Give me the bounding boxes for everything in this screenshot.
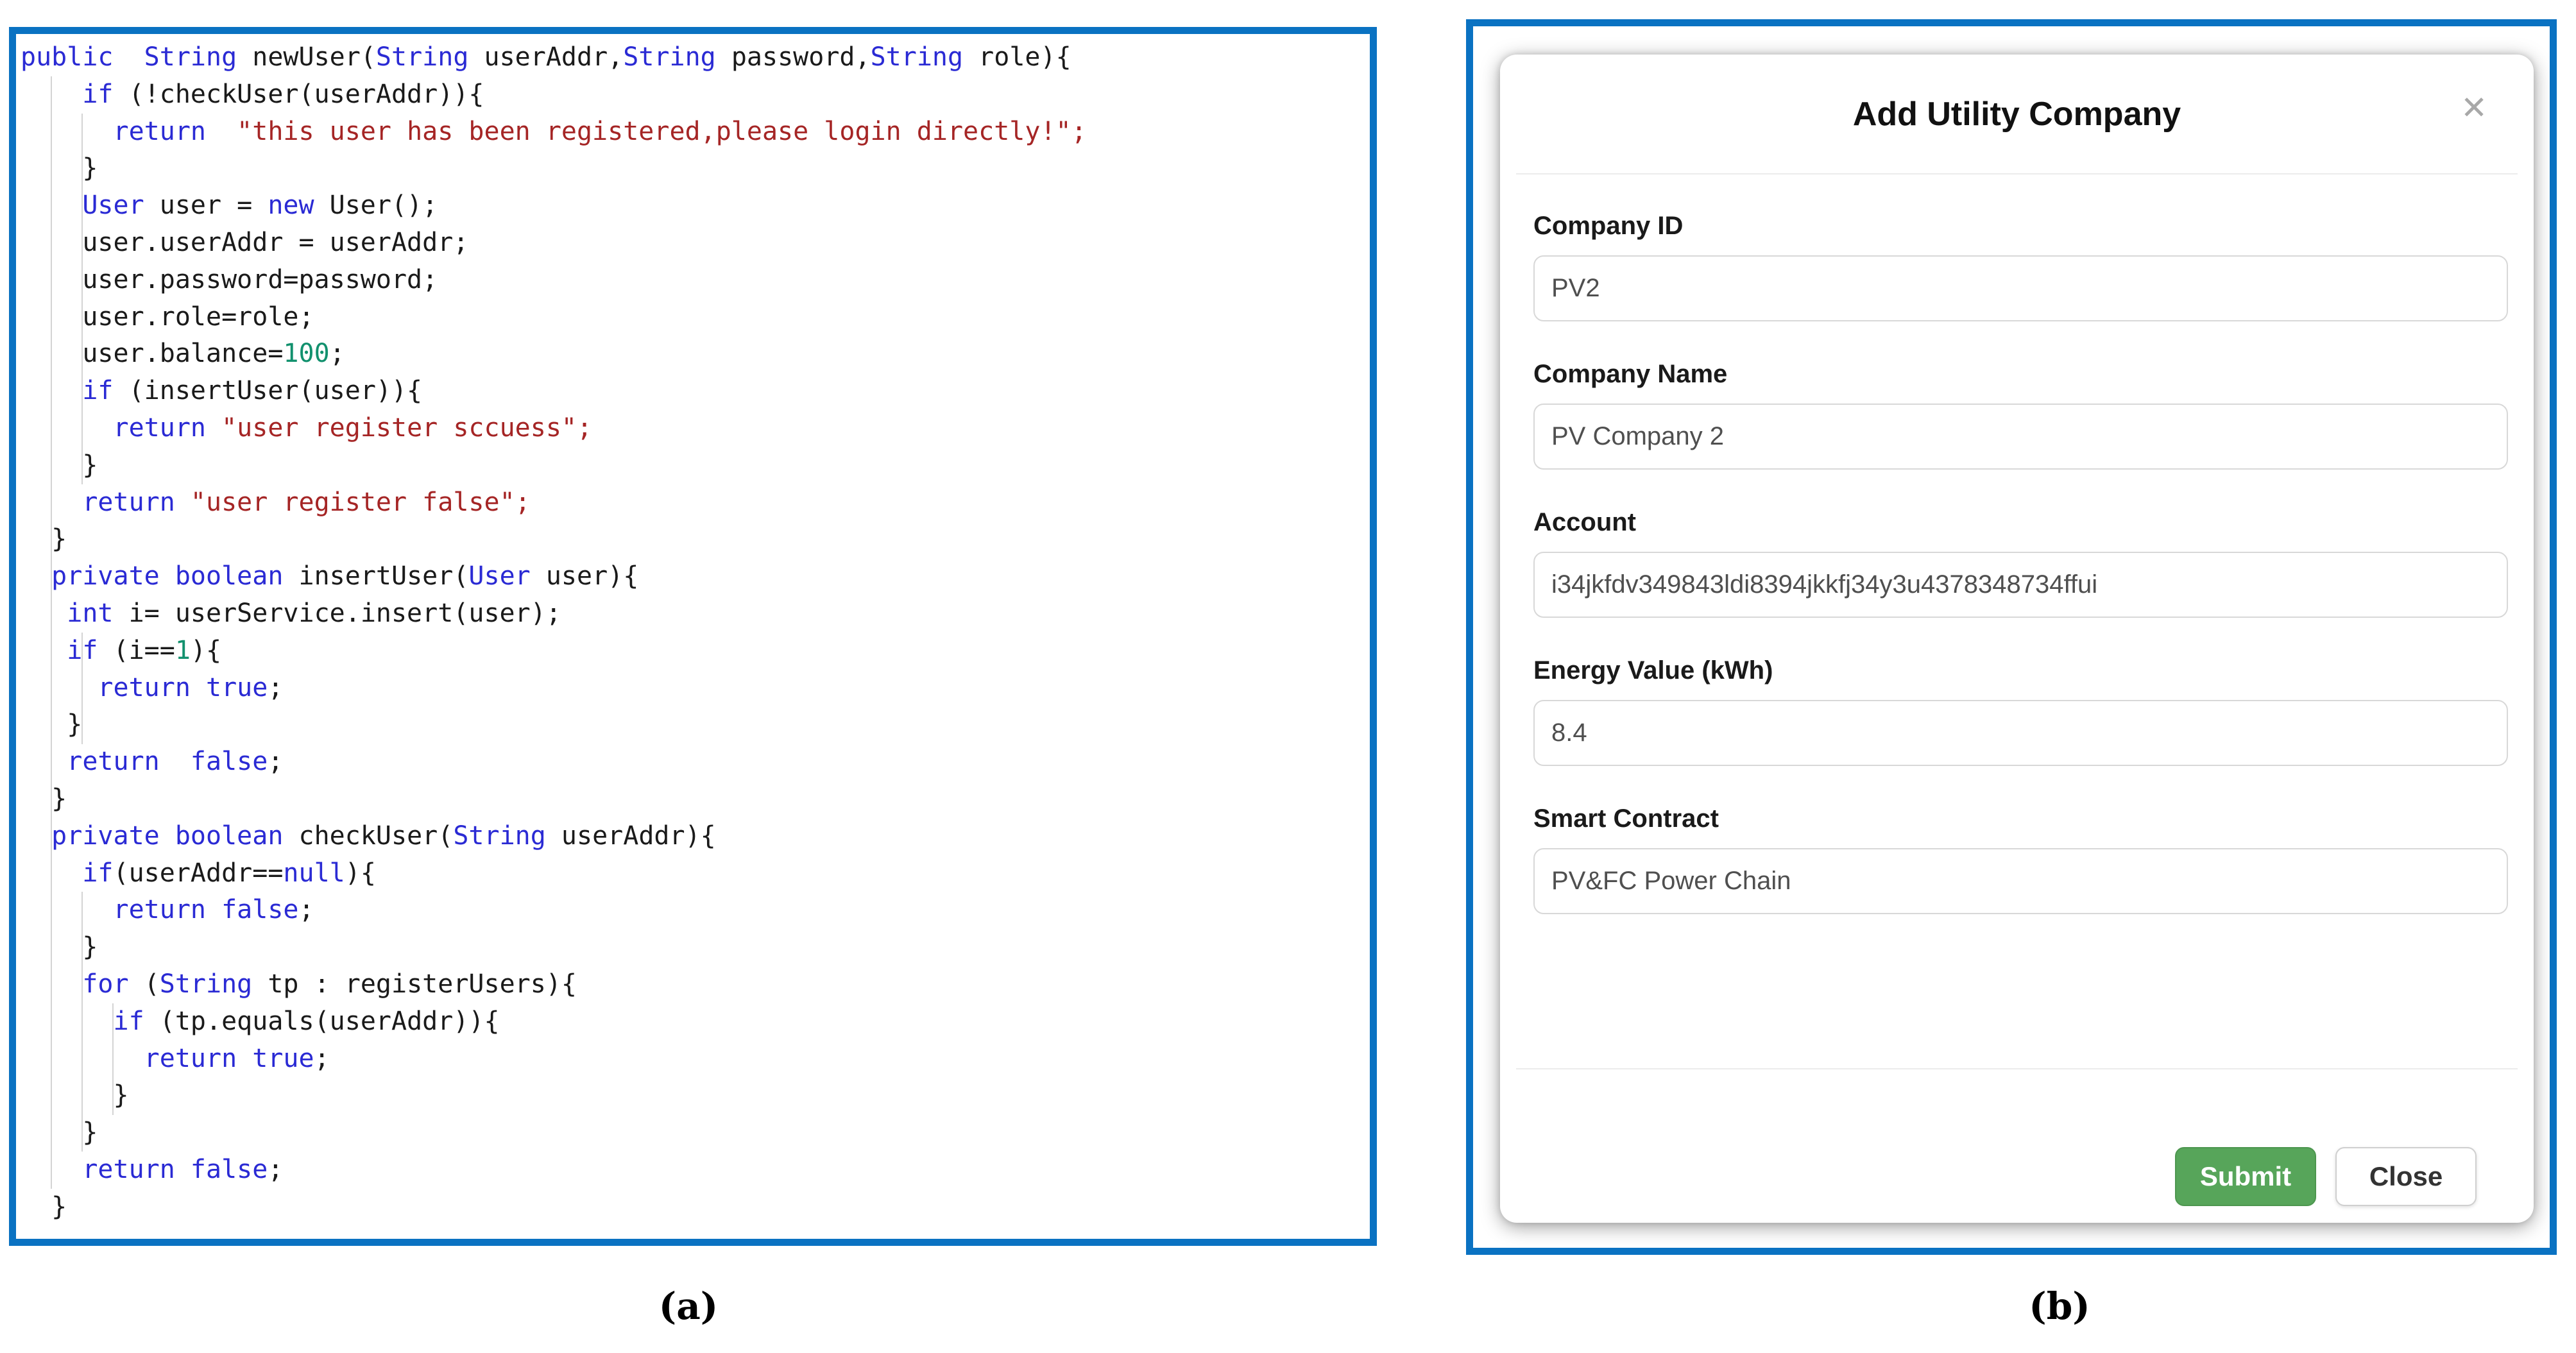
code-editor: public String newUser(String userAddr,St…: [16, 34, 1370, 1239]
energy-value-input[interactable]: [1533, 700, 2508, 766]
modal-form: Company ID Company Name Account Energy V…: [1533, 211, 2508, 952]
company-name-input[interactable]: [1533, 404, 2508, 470]
code-line: int i= userService.insert(user);: [67, 598, 561, 628]
add-utility-company-modal: Add Utility Company ✕ Company ID Company…: [1500, 55, 2534, 1223]
indent-guide: [51, 76, 52, 1189]
code-line: user.userAddr = userAddr;: [21, 227, 469, 257]
company-name-label: Company Name: [1533, 360, 1728, 388]
company-id-field: Company ID: [1533, 211, 2508, 321]
close-button[interactable]: Close: [2335, 1147, 2477, 1206]
code-line: }: [21, 783, 67, 813]
smart-contract-input[interactable]: [1533, 848, 2508, 914]
indent-guide: [81, 892, 83, 1152]
code-line: return "user register false";: [82, 487, 531, 517]
company-id-label: Company ID: [1533, 212, 1684, 240]
smart-contract-field: Smart Contract: [1533, 804, 2508, 914]
modal-footer: Submit Close: [2175, 1147, 2477, 1206]
code-line: if (i==1){: [67, 635, 222, 665]
company-name-field: Company Name: [1533, 359, 2508, 470]
code-line: User user = new User();: [82, 191, 438, 221]
code-line: }: [21, 932, 98, 962]
code-line: return false;: [82, 1154, 284, 1184]
code-line: if(userAddr==null){: [82, 858, 376, 888]
indent-guide: [81, 114, 83, 484]
code-line: return "user register sccuess";: [113, 413, 593, 443]
code-line: }: [21, 710, 83, 740]
code-line: }: [21, 524, 67, 554]
account-field: Account: [1533, 507, 2508, 618]
energy-value-field: Energy Value (kWh): [1533, 656, 2508, 766]
header-divider: [1516, 173, 2518, 174]
submit-button[interactable]: Submit: [2175, 1147, 2316, 1206]
code-line: }: [21, 1080, 129, 1110]
code-line: if (insertUser(user)){: [82, 376, 423, 406]
code-line: return false;: [113, 895, 314, 925]
code-line: private boolean insertUser(User user){: [51, 561, 639, 591]
code-line: user.password=password;: [21, 264, 438, 294]
indent-guide: [81, 633, 83, 744]
smart-contract-label: Smart Contract: [1533, 804, 1719, 833]
code-line: return true;: [144, 1043, 330, 1073]
code-line: }: [21, 1118, 98, 1148]
code-line: private boolean checkUser(String userAdd…: [51, 821, 716, 851]
code-line: }: [21, 450, 98, 480]
code-line: public String newUser(String userAddr,St…: [21, 42, 1071, 72]
footer-divider: [1516, 1068, 2518, 1069]
code-line: user.role=role;: [21, 302, 314, 332]
caption-a: (a): [658, 1284, 719, 1328]
indent-guide: [112, 1003, 114, 1115]
energy-value-label: Energy Value (kWh): [1533, 656, 1773, 685]
account-input[interactable]: [1533, 552, 2508, 618]
code-line: return false;: [67, 747, 284, 777]
modal-title: Add Utility Company: [1852, 95, 2181, 133]
code-line: }: [21, 153, 98, 183]
modal-panel: Add Utility Company ✕ Company ID Company…: [1466, 19, 2557, 1255]
code-panel: public String newUser(String userAddr,St…: [9, 27, 1377, 1246]
code-line: }: [21, 1191, 67, 1221]
code-line: if (!checkUser(userAddr)){: [82, 79, 484, 109]
close-icon[interactable]: ✕: [2461, 89, 2487, 126]
code-line: user.balance=100;: [21, 339, 345, 369]
caption-b: (b): [2029, 1284, 2090, 1328]
company-id-input[interactable]: [1533, 255, 2508, 321]
code-line: for (String tp : registerUsers){: [82, 969, 577, 999]
code-line: if (tp.equals(userAddr)){: [113, 1006, 500, 1036]
account-label: Account: [1533, 508, 1636, 536]
modal-header: Add Utility Company: [1500, 55, 2534, 173]
code-line: return true;: [98, 672, 284, 702]
code-line: return "this user has been registered,pl…: [113, 116, 1087, 146]
